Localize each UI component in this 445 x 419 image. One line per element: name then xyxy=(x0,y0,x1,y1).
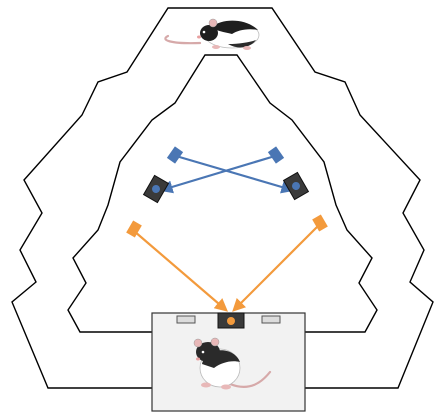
orange-beam-right xyxy=(232,223,321,312)
chamber-port-left xyxy=(176,315,196,324)
blue-receiver-left xyxy=(142,174,170,204)
blue-emitter-left xyxy=(166,146,184,164)
chamber-receiver-light xyxy=(227,317,235,325)
rat-sitting-icon xyxy=(193,337,272,390)
orange-beam-left xyxy=(133,230,229,312)
orange-emitter-left xyxy=(126,220,142,238)
blue-receiver-right xyxy=(282,171,310,201)
blue-emitter-right xyxy=(267,146,285,164)
blue-beam-left-to-right xyxy=(175,154,295,194)
blue-beam-right-to-left xyxy=(159,154,276,194)
inner-track-wall xyxy=(67,54,378,333)
chamber-port-right xyxy=(261,315,281,324)
rat-walking-icon xyxy=(164,18,260,50)
orange-emitter-right xyxy=(312,214,328,232)
outer-track-wall xyxy=(11,7,434,389)
